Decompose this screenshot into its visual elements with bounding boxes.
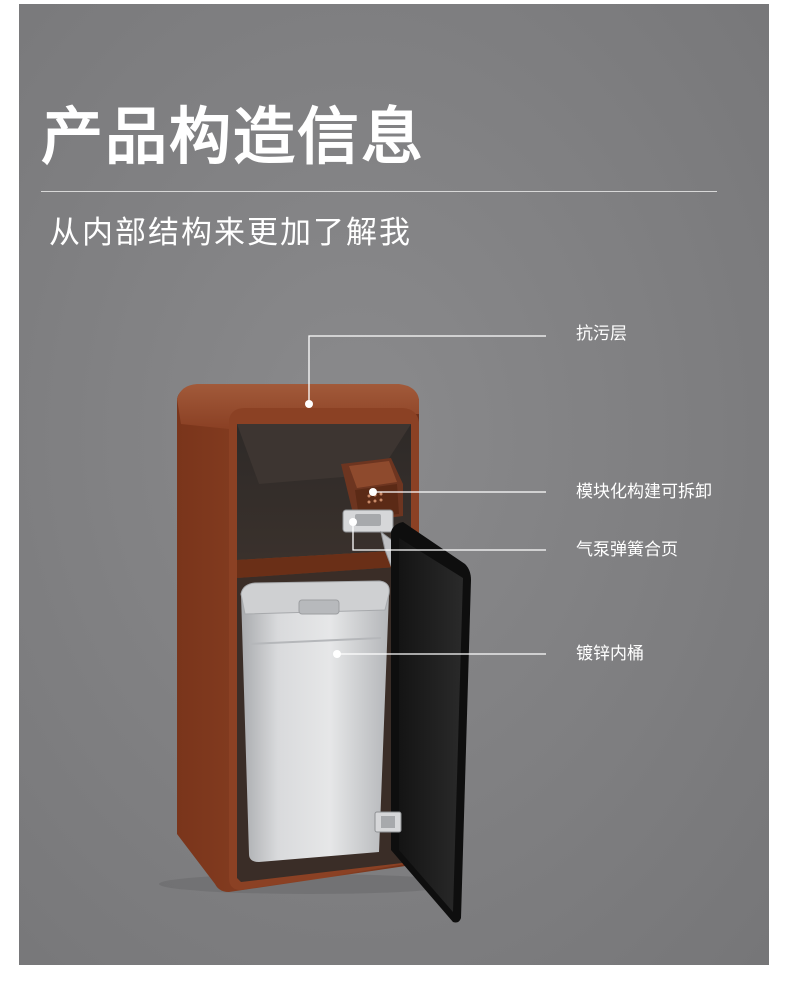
galvanized-inner-bin bbox=[241, 581, 390, 862]
callout-dot-modular bbox=[369, 488, 377, 496]
inner-bin-handle bbox=[298, 599, 340, 615]
product-structure-panel: 产品构造信息 从内部结构来更加了解我 bbox=[19, 4, 769, 965]
page-subtitle: 从内部结构来更加了解我 bbox=[49, 215, 412, 251]
bin-door bbox=[399, 538, 463, 912]
page-title: 产品构造信息 bbox=[41, 100, 426, 173]
middle-shelf bbox=[237, 550, 411, 578]
leader-line-hinge bbox=[352, 522, 546, 551]
title-divider bbox=[41, 191, 717, 192]
inner-bin-rim bbox=[240, 580, 390, 615]
callout-dot-hinge bbox=[349, 518, 357, 526]
callout-anti-fouling-layer: 抗污层 bbox=[576, 324, 627, 344]
callout-modular-detachable: 模块化构建可拆卸 bbox=[576, 482, 712, 502]
callout-gas-spring-hinge: 气泵弹簧合页 bbox=[576, 540, 678, 560]
trash-bin-illustration bbox=[159, 335, 546, 923]
leader-line-anti-fouling bbox=[308, 335, 546, 404]
callout-dot-inner-bin bbox=[333, 650, 341, 658]
bin-top-rim bbox=[177, 384, 419, 429]
callout-dot-anti-fouling bbox=[305, 400, 313, 408]
callout-galvanized-inner-bin: 镀锌内桶 bbox=[576, 644, 644, 664]
